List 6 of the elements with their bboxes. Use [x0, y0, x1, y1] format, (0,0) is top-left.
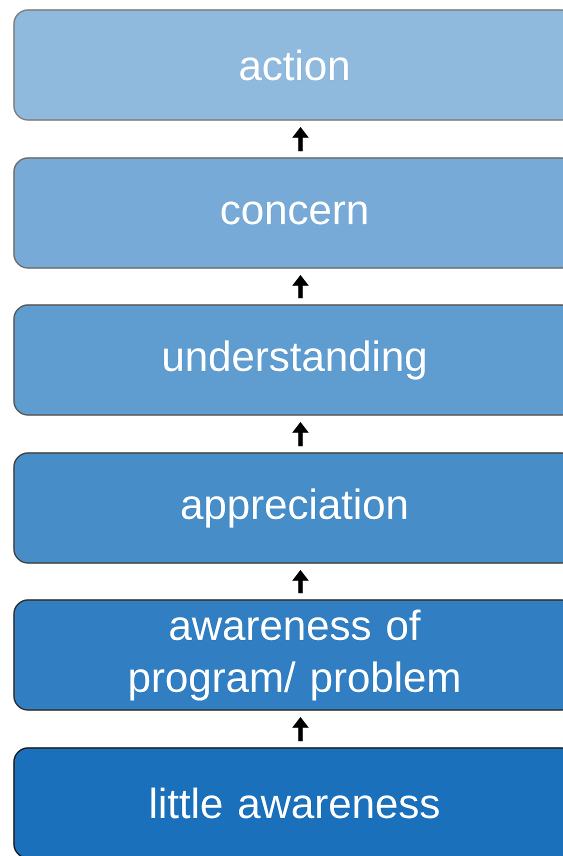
stage-box: action — [13, 9, 563, 121]
stage-box: appreciation — [13, 452, 563, 564]
stage-box: awareness of program/ problem — [13, 599, 563, 711]
stage-box: concern — [13, 157, 563, 269]
stage-box: little awareness — [13, 747, 563, 856]
stage-box: understanding — [13, 304, 563, 416]
